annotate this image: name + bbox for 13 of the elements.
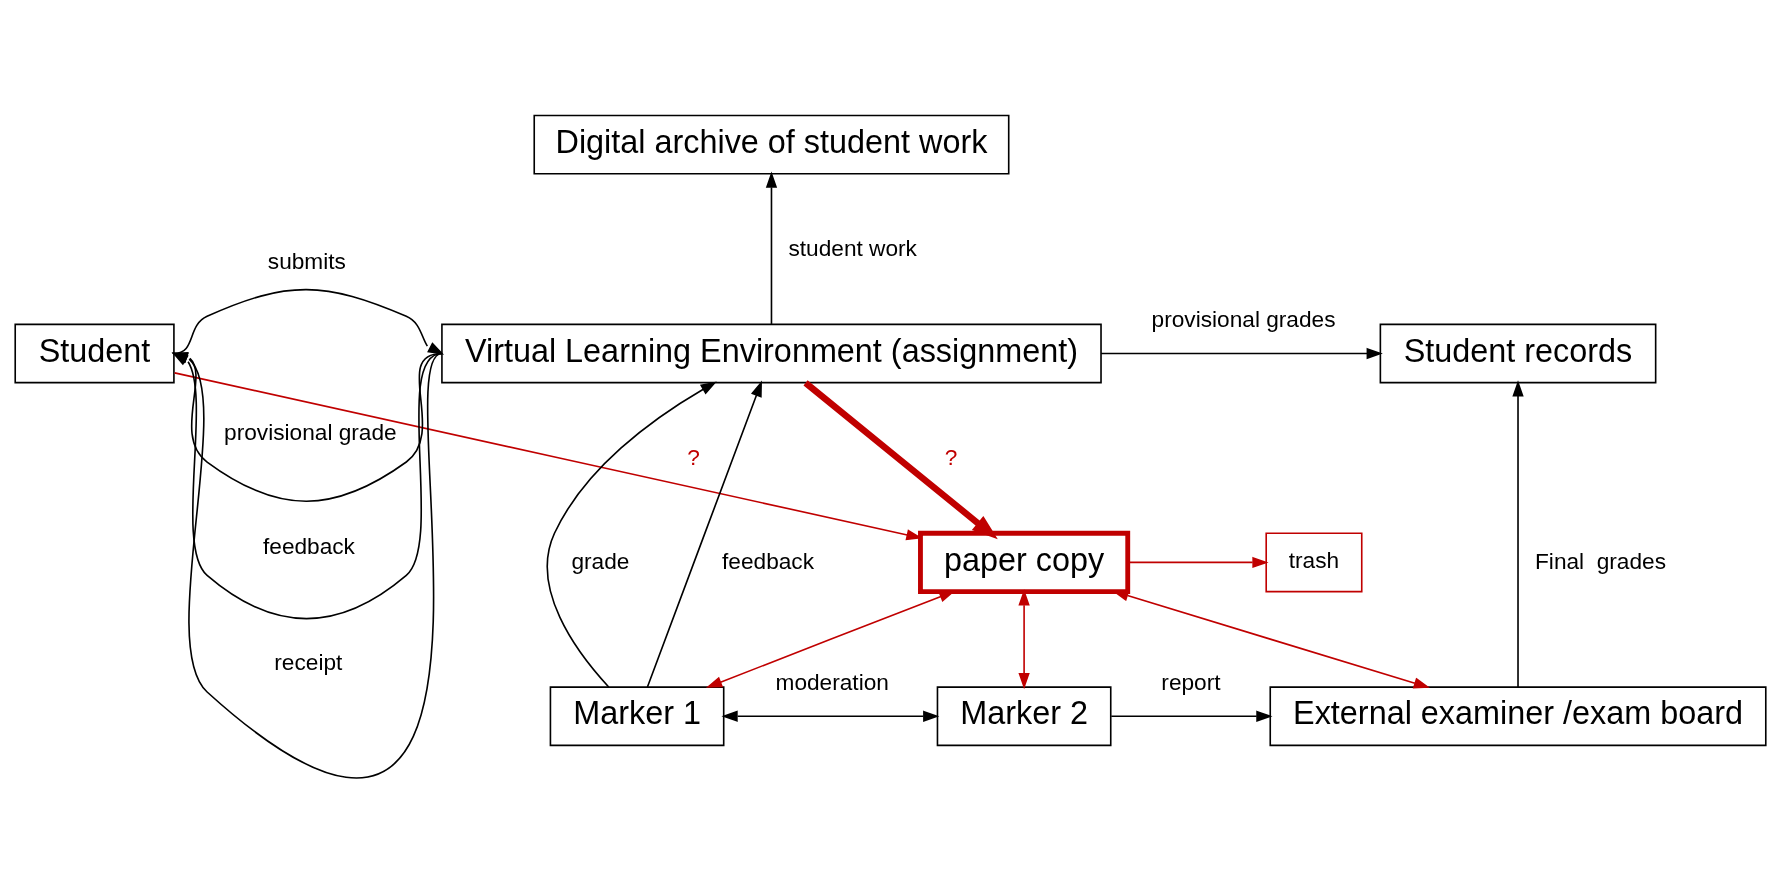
edge-label: ? — [944, 443, 958, 470]
edge-label: Final grades — [1535, 548, 1666, 575]
edge-label: receipt — [274, 649, 343, 676]
edge-label: student work — [788, 234, 917, 261]
edge-label: grade — [571, 548, 630, 575]
edge-label: feedback — [722, 548, 815, 575]
edge-label: moderation — [775, 668, 889, 695]
edge-label: provisional grades — [1151, 306, 1336, 333]
edge-label: report — [1161, 668, 1221, 695]
edge-label: submits — [267, 247, 346, 274]
edge-label: feedback — [262, 532, 355, 559]
edge-label: ? — [687, 443, 700, 470]
edge-label: provisional grade — [224, 419, 397, 446]
